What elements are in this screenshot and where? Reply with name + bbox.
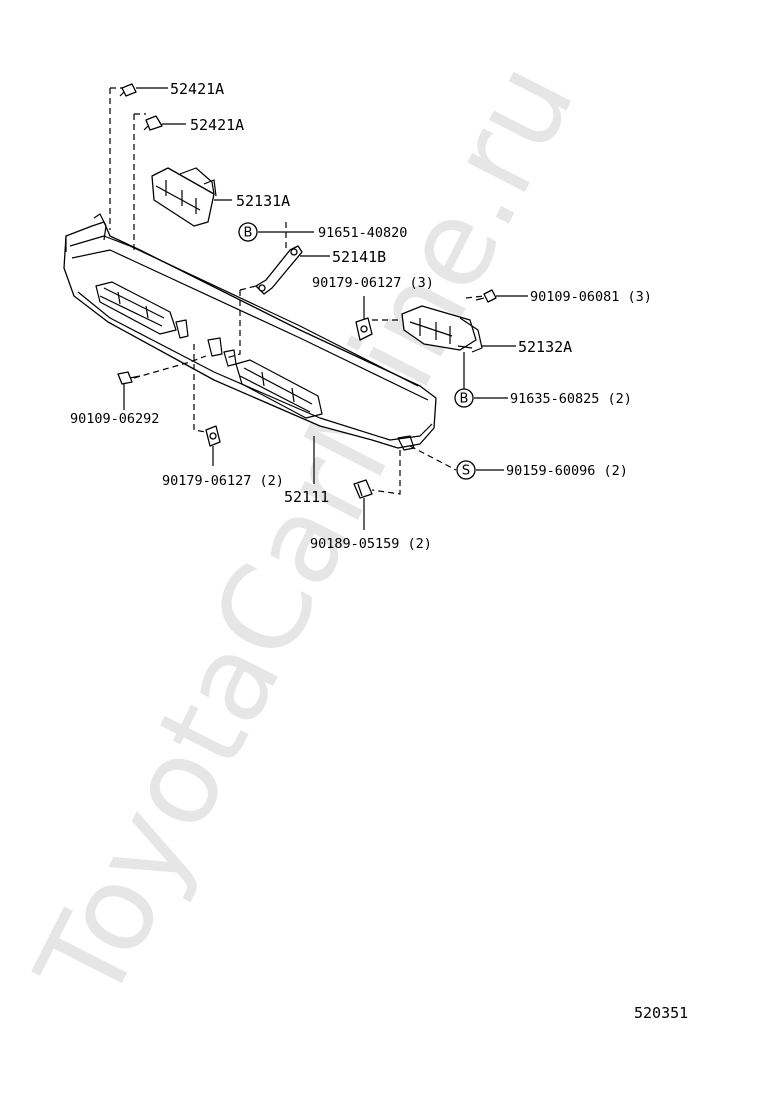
marker-s: S <box>456 460 476 480</box>
watermark-text: ToyotaCarMine.ru <box>10 42 601 1024</box>
label-90179-06127-3[interactable]: 90179-06127 (3) <box>312 275 434 291</box>
marker-b-lower: B <box>454 388 474 408</box>
label-52132A[interactable]: 52132A <box>518 338 572 356</box>
retainer-52131A[interactable] <box>151 167 217 227</box>
bracket-52141B[interactable] <box>255 245 303 295</box>
label-90159-60096[interactable]: 90159-60096 (2) <box>506 463 628 479</box>
retainer-52132A[interactable] <box>401 305 483 353</box>
label-90109-06081[interactable]: 90109-06081 (3) <box>530 289 652 305</box>
marker-b-upper-text: B <box>244 226 253 241</box>
label-91635-60825[interactable]: 91635-60825 (2) <box>510 391 632 407</box>
assembly-lines <box>109 87 485 495</box>
label-90189-05159[interactable]: 90189-05159 (2) <box>310 536 432 552</box>
label-90179-06127-2[interactable]: 90179-06127 (2) <box>162 473 284 489</box>
label-52141B[interactable]: 52141B <box>332 248 386 266</box>
bolt-90109-06292[interactable] <box>117 371 141 385</box>
leader-lines <box>123 87 528 530</box>
label-91651-40820[interactable]: 91651-40820 <box>318 225 407 241</box>
nut-90189-05159[interactable] <box>353 479 373 499</box>
bumper-cover-52111[interactable] <box>63 213 437 451</box>
label-52111[interactable]: 52111 <box>284 488 329 506</box>
diagram-code: 520351 <box>634 1004 688 1022</box>
label-52131A[interactable]: 52131A <box>236 192 290 210</box>
marker-b-lower-text: B <box>460 392 469 407</box>
clip-52421A-upper[interactable] <box>119 83 137 97</box>
label-90109-06292[interactable]: 90109-06292 <box>70 411 159 427</box>
marker-s-text: S <box>462 464 470 479</box>
marker-b-upper: B <box>238 222 258 242</box>
nut-90179-06127-lower[interactable] <box>205 425 221 447</box>
clip-52421A-lower[interactable] <box>143 115 163 131</box>
label-52421A-lower[interactable]: 52421A <box>190 116 244 134</box>
label-52421A-upper[interactable]: 52421A <box>170 80 224 98</box>
bolt-90109-06081[interactable] <box>475 289 497 303</box>
